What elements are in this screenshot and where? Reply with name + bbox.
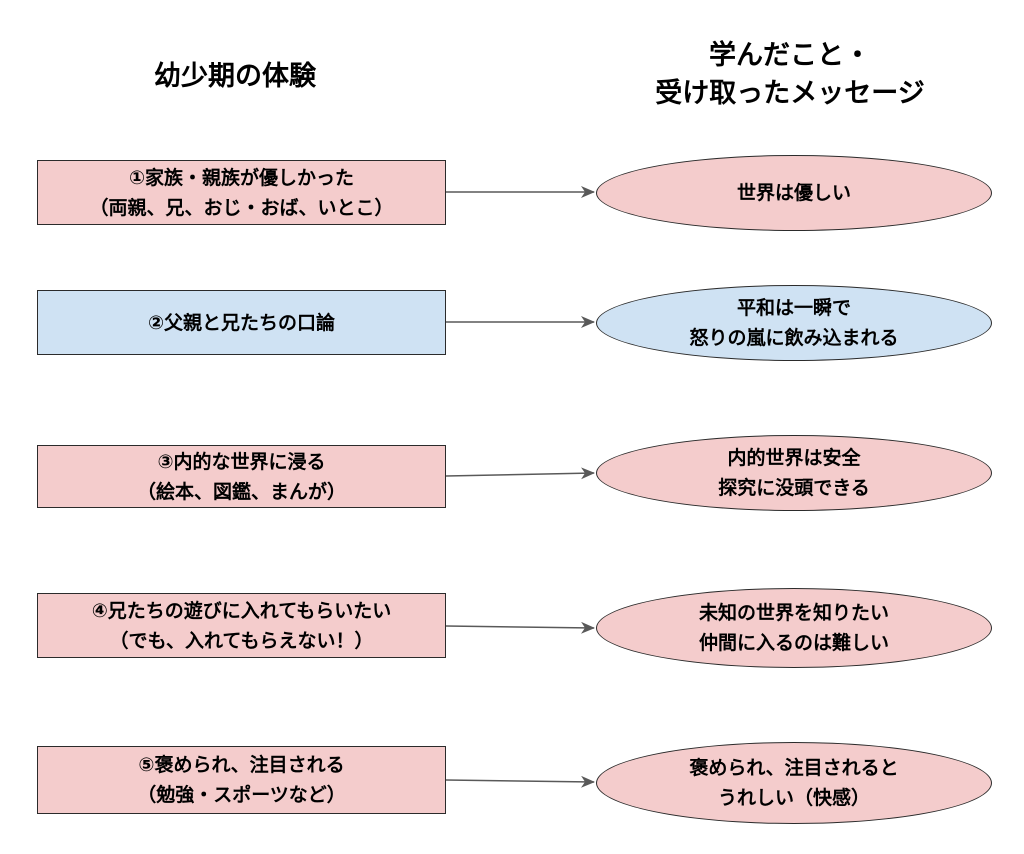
arrow-4 <box>445 621 595 634</box>
lesson-4-line-1: 未知の世界を知りたい <box>698 602 889 624</box>
lesson-ellipse-2: 平和は一瞬で 怒りの嵐に飲み込まれる <box>596 285 992 361</box>
lesson-2-line-2: 怒りの嵐に飲み込まれる <box>689 327 899 349</box>
lesson-3-line-1: 内的世界は安全 <box>727 447 861 469</box>
experience-box-2: ②父親と兄たちの口論 <box>37 290 446 355</box>
lesson-1-line-1: 世界は優しい <box>736 182 851 204</box>
lesson-ellipse-1: 世界は優しい <box>596 155 992 231</box>
arrow-5 <box>445 775 595 788</box>
experience-5-line-1: ⑤褒められ、注目される <box>138 754 345 776</box>
experience-3-line-1: ③内的な世界に浸る <box>157 450 326 473</box>
experience-box-4: ④兄たちの遊びに入れてもらいたい （でも、入れてもらえない！） <box>37 593 446 658</box>
experience-4-line-1: ④兄たちの遊びに入れてもらいたい <box>91 599 392 622</box>
experience-5-line-2: （勉強・スポーツなど） <box>137 784 346 806</box>
lesson-heading-line-1: 学んだこと・ <box>709 40 871 71</box>
experience-column-heading: 幼少期の体験 <box>100 58 370 96</box>
lesson-ellipse-3: 内的世界は安全 探究に没頭できる <box>596 435 992 511</box>
experience-box-1: ①家族・親族が優しかった （両親、兄、おじ・おば、いとこ） <box>37 160 446 225</box>
lesson-5-line-2: うれしい（快感） <box>717 787 870 809</box>
experience-1-line-2: （両親、兄、おじ・おば、いとこ） <box>89 196 394 219</box>
arrow-3 <box>445 467 595 480</box>
lesson-2-line-1: 平和は一瞬で <box>736 297 851 319</box>
experience-box-5: ⑤褒められ、注目される （勉強・スポーツなど） <box>37 746 446 814</box>
experience-2-line-1: ②父親と兄たちの口論 <box>147 311 336 334</box>
lesson-ellipse-4: 未知の世界を知りたい 仲間に入るのは難しい <box>596 588 992 668</box>
experience-3-line-2: （絵本、図鑑、まんが） <box>136 480 346 503</box>
lesson-heading-line-2: 受け取ったメッセージ <box>655 78 925 109</box>
experience-1-line-1: ①家族・親族が優しかった <box>128 166 355 189</box>
lesson-4-line-2: 仲間に入るのは難しい <box>698 632 889 654</box>
experience-4-line-2: （でも、入れてもらえない！） <box>109 629 374 652</box>
lesson-5-line-1: 褒められ、注目されると <box>689 757 899 779</box>
experience-box-3: ③内的な世界に浸る （絵本、図鑑、まんが） <box>37 445 446 508</box>
lesson-3-line-2: 探究に没頭できる <box>718 477 870 499</box>
lesson-column-heading: 学んだこと・ 受け取ったメッセージ <box>590 37 990 113</box>
lesson-ellipse-5: 褒められ、注目されると うれしい（快感） <box>596 742 992 824</box>
experience-heading-text: 幼少期の体験 <box>154 61 316 92</box>
